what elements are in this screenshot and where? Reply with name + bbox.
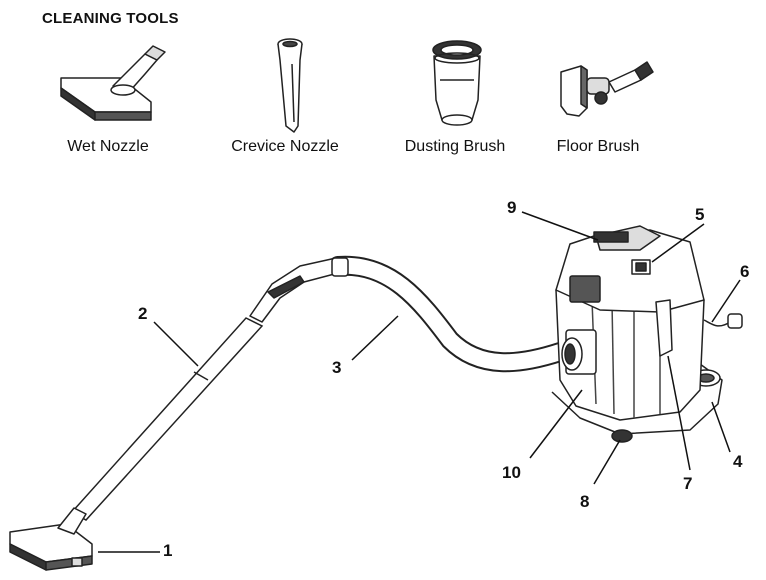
callout-6: 6 bbox=[740, 262, 750, 281]
callout-1: 1 bbox=[163, 541, 173, 560]
floor-brush-icon bbox=[560, 61, 654, 117]
wet-nozzle-icon bbox=[60, 45, 166, 121]
cleaning-tools-heading: CLEANING TOOLS bbox=[42, 10, 179, 27]
callout-3: 3 bbox=[332, 358, 342, 377]
tool-label-floor-brush: Floor Brush bbox=[556, 138, 640, 155]
tool-crevice-nozzle: Crevice Nozzle bbox=[210, 30, 360, 165]
callout-8: 8 bbox=[580, 492, 590, 511]
vacuum-body bbox=[551, 225, 743, 443]
callout-4: 4 bbox=[733, 452, 743, 471]
callout-2: 2 bbox=[138, 304, 148, 323]
callout-7: 7 bbox=[683, 474, 693, 493]
crevice-nozzle-icon bbox=[277, 38, 303, 133]
callout-10: 10 bbox=[502, 463, 521, 482]
tool-dusting-brush: Dusting Brush bbox=[380, 30, 530, 165]
callout-9: 9 bbox=[507, 198, 517, 217]
tool-label-dusting-brush: Dusting Brush bbox=[404, 138, 506, 155]
tool-label-crevice-nozzle: Crevice Nozzle bbox=[231, 138, 339, 155]
hose-handle bbox=[249, 257, 349, 323]
tool-floor-brush: Floor Brush bbox=[523, 30, 673, 165]
extension-tube bbox=[70, 317, 264, 521]
hose bbox=[328, 255, 570, 373]
callout-leaders bbox=[98, 211, 741, 553]
tool-wet-nozzle: Wet Nozzle bbox=[33, 30, 183, 165]
tool-label-wet-nozzle: Wet Nozzle bbox=[67, 138, 149, 155]
floor-nozzle bbox=[9, 507, 93, 571]
callout-5: 5 bbox=[695, 205, 705, 224]
dusting-brush-icon bbox=[432, 40, 482, 126]
